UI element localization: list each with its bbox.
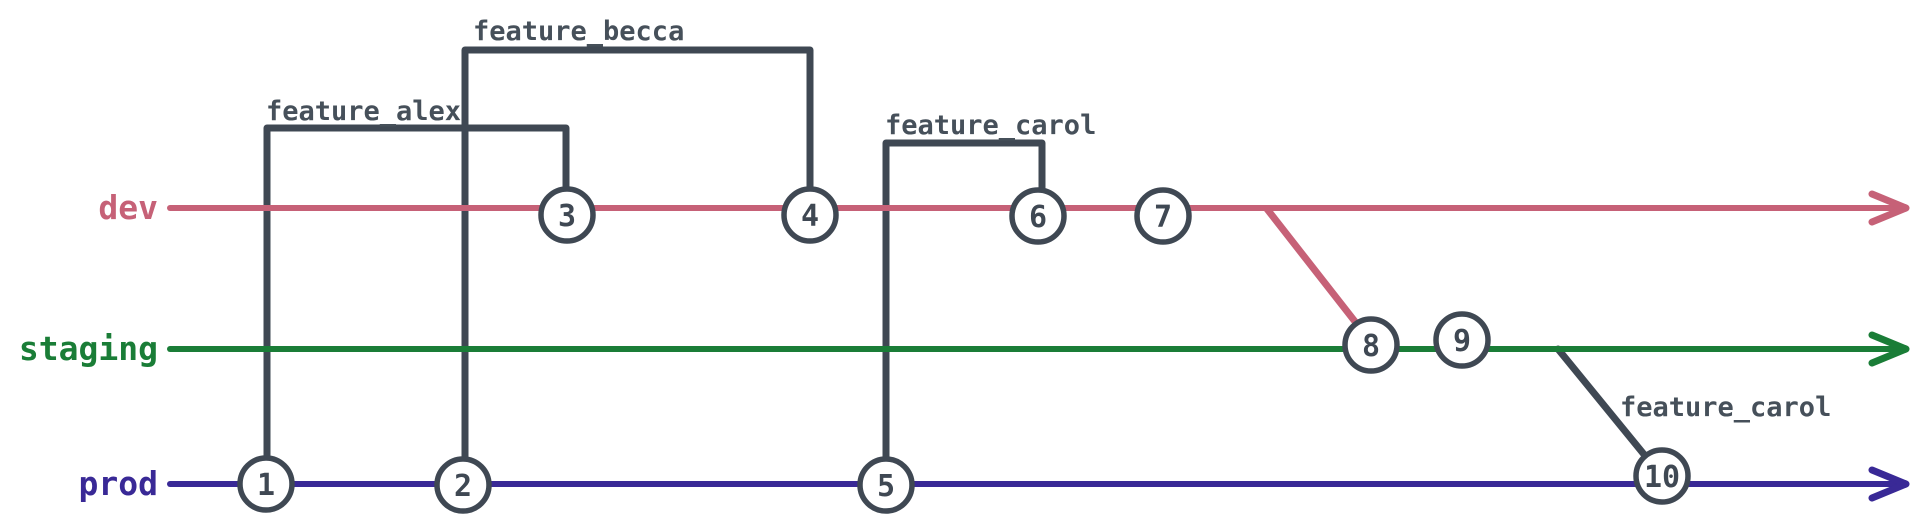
- branch-label-prod: prod: [79, 464, 158, 503]
- commit-node-10: [1633, 447, 1691, 505]
- branch-arrow-staging: [1868, 331, 1910, 367]
- commit-number-8: 8: [1362, 329, 1380, 364]
- feature-branch-label: feature_alex: [266, 96, 461, 127]
- commit-node-5: [857, 456, 915, 514]
- commit-number-4: 4: [801, 199, 819, 234]
- commit-number-2: 2: [454, 469, 472, 504]
- commit-number-7: 7: [1154, 200, 1172, 235]
- branch-label-dev: dev: [98, 188, 158, 227]
- commit-node-2: [434, 456, 492, 514]
- branch-arrow-dev: [1868, 190, 1910, 226]
- feature-branch-path: [263, 124, 570, 489]
- commit-node-1: [237, 455, 295, 513]
- commit-number-10: 10: [1644, 460, 1680, 495]
- commit-number-6: 6: [1029, 200, 1047, 235]
- branch-arrow-prod: [1868, 466, 1910, 502]
- commit-node-8: [1342, 316, 1400, 374]
- commit-number-1: 1: [257, 468, 275, 503]
- commit-node-9: [1433, 311, 1491, 369]
- commit-node-3: [538, 186, 596, 244]
- merge-line-dev-to-staging: [1263, 205, 1375, 346]
- feature-branch-path: [1554, 345, 1664, 478]
- feature-branch-path: [882, 139, 1046, 489]
- feature-branch-path: [461, 46, 814, 489]
- feature-branch-label: feature_carol: [1620, 392, 1831, 423]
- commit-number-5: 5: [877, 469, 895, 504]
- commit-number-9: 9: [1453, 324, 1471, 359]
- branch-label-staging: staging: [19, 329, 158, 368]
- feature-branch-label: feature_becca: [473, 16, 684, 47]
- feature-branch-label: feature_carol: [885, 110, 1096, 141]
- commit-number-3: 3: [558, 199, 576, 234]
- commit-node-4: [781, 186, 839, 244]
- commit-node-6: [1009, 187, 1067, 245]
- commit-node-7: [1134, 187, 1192, 245]
